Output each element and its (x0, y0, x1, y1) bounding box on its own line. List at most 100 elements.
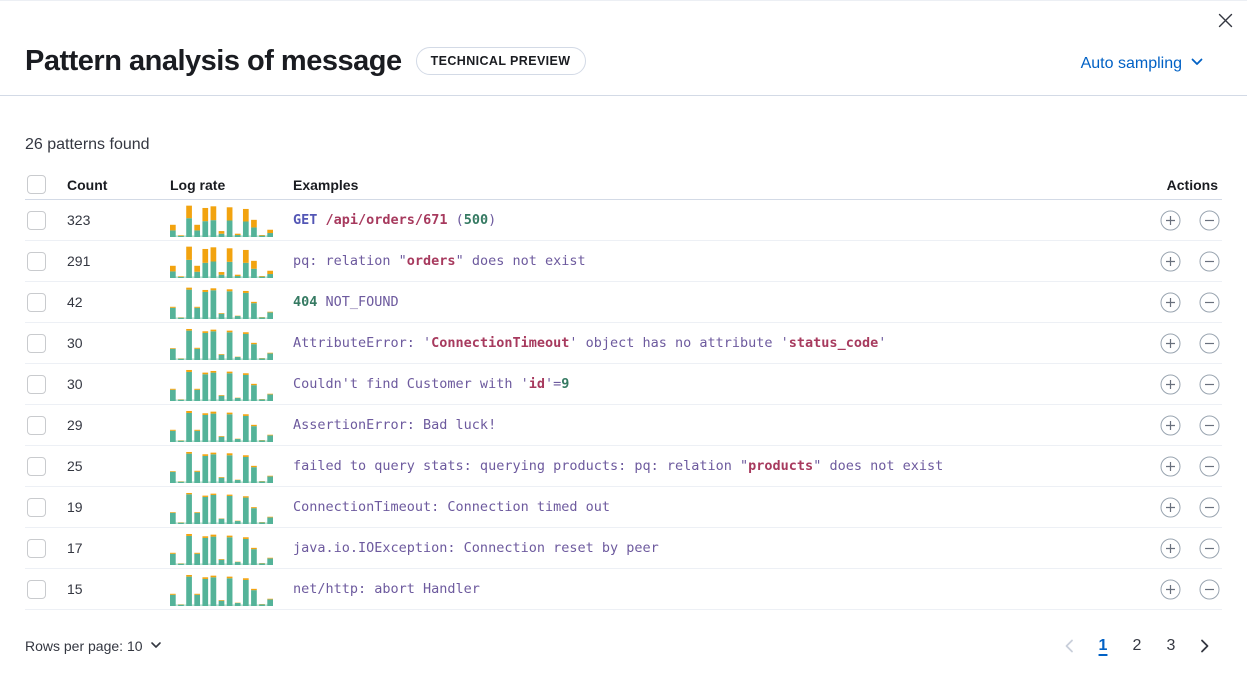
minus-in-circle-icon (1199, 251, 1220, 275)
log-rate-sparkline-chart (170, 246, 273, 278)
minus-in-circle-icon (1199, 497, 1220, 521)
chevron-down-icon (150, 638, 162, 654)
log-rate-sparkline-chart (170, 410, 273, 442)
select-all-checkbox[interactable] (27, 175, 46, 194)
table-row: 15 net/http: abort Handler (25, 569, 1222, 610)
plus-in-circle-icon (1160, 579, 1181, 603)
filter-out-pattern-button[interactable] (1199, 374, 1220, 395)
filter-for-pattern-button[interactable] (1160, 292, 1181, 313)
table-row: 291 pq: relation "orders" does not exist (25, 241, 1222, 282)
log-rate-sparkline-chart (170, 328, 273, 360)
plus-in-circle-icon (1160, 333, 1181, 357)
row-example: Couldn't find Customer with 'id'=9 (293, 376, 570, 392)
filter-for-pattern-button[interactable] (1160, 374, 1181, 395)
table-row: 17 java.io.IOException: Connection reset… (25, 528, 1222, 569)
log-rate-sparkline-chart (170, 451, 273, 483)
rows-per-page-label: Rows per page: 10 (25, 638, 143, 654)
row-checkbox[interactable] (27, 579, 46, 599)
pagination-next-button[interactable] (1192, 636, 1216, 656)
filter-out-pattern-button[interactable] (1199, 292, 1220, 313)
column-header-log-rate: Log rate (170, 176, 226, 193)
row-count: 15 (67, 581, 83, 597)
log-rate-sparkline-chart (170, 205, 273, 237)
flyout-body: 26 patterns found Count Log rate Example… (0, 136, 1247, 610)
row-count: 30 (67, 335, 83, 351)
table-row: 323 GET /api/orders/671 (500) (25, 200, 1222, 241)
plus-in-circle-icon (1160, 538, 1181, 562)
table-row: 30 Couldn't find Customer with 'id'=9 (25, 364, 1222, 405)
filter-out-pattern-button[interactable] (1199, 251, 1220, 272)
log-rate-sparkline-chart (170, 369, 273, 401)
row-example: failed to query stats: querying products… (293, 458, 944, 474)
table-row: 19 ConnectionTimeout: Connection timed o… (25, 487, 1222, 528)
row-checkbox[interactable] (27, 292, 46, 312)
plus-in-circle-icon (1160, 374, 1181, 398)
pagination-page-2[interactable]: 2 (1124, 632, 1150, 660)
pagination-page-1[interactable]: 1 (1090, 632, 1116, 660)
minus-in-circle-icon (1199, 415, 1220, 439)
technical-preview-badge: TECHNICAL PREVIEW (415, 47, 586, 75)
row-example: 404 NOT_FOUND (293, 294, 399, 310)
filter-out-pattern-button[interactable] (1199, 538, 1220, 559)
row-count: 323 (67, 212, 91, 228)
row-count: 17 (67, 540, 83, 556)
row-count: 29 (67, 417, 83, 433)
flyout-footer: Rows per page: 10 1 2 3 (0, 610, 1247, 660)
filter-for-pattern-button[interactable] (1160, 333, 1181, 354)
row-checkbox[interactable] (27, 210, 46, 230)
row-checkbox[interactable] (27, 333, 46, 353)
row-checkbox[interactable] (27, 415, 46, 435)
filter-for-pattern-button[interactable] (1160, 497, 1181, 518)
table-row: 29 AssertionError: Bad luck! (25, 405, 1222, 446)
row-example: AssertionError: Bad luck! (293, 417, 497, 433)
plus-in-circle-icon (1160, 497, 1181, 521)
table-body: 323 GET /api/orders/671 (500) 291 pq: re… (25, 200, 1222, 610)
chevron-right-icon (1196, 639, 1212, 657)
sampling-dropdown[interactable]: Auto sampling (1081, 55, 1204, 74)
chevron-down-icon (1190, 55, 1204, 74)
chevron-left-icon (1062, 639, 1078, 657)
filter-out-pattern-button[interactable] (1199, 210, 1220, 231)
log-rate-sparkline-chart (170, 574, 273, 606)
row-example: AttributeError: 'ConnectionTimeout' obje… (293, 335, 887, 351)
row-checkbox[interactable] (27, 456, 46, 476)
log-rate-sparkline-chart (170, 287, 273, 319)
row-example: net/http: abort Handler (293, 581, 480, 597)
filter-out-pattern-button[interactable] (1199, 456, 1220, 477)
row-checkbox[interactable] (27, 374, 46, 394)
plus-in-circle-icon (1160, 210, 1181, 234)
filter-out-pattern-button[interactable] (1199, 579, 1220, 600)
column-header-actions: Actions (1166, 176, 1218, 193)
plus-in-circle-icon (1160, 456, 1181, 480)
row-checkbox[interactable] (27, 497, 46, 517)
filter-out-pattern-button[interactable] (1199, 333, 1220, 354)
filter-for-pattern-button[interactable] (1160, 415, 1181, 436)
column-header-examples: Examples (293, 176, 359, 193)
pagination-prev-button[interactable] (1058, 636, 1082, 656)
page-title: Pattern analysis of message (25, 44, 402, 77)
filter-for-pattern-button[interactable] (1160, 456, 1181, 477)
sampling-dropdown-label: Auto sampling (1080, 55, 1182, 72)
rows-per-page-button[interactable]: Rows per page: 10 (25, 638, 162, 654)
pagination-page-3[interactable]: 3 (1158, 632, 1184, 660)
row-checkbox[interactable] (27, 251, 46, 271)
patterns-found-summary: 26 patterns found (25, 136, 150, 153)
row-checkbox[interactable] (27, 538, 46, 558)
minus-in-circle-icon (1199, 538, 1220, 562)
filter-out-pattern-button[interactable] (1199, 497, 1220, 518)
close-button[interactable] (1210, 5, 1241, 39)
filter-for-pattern-button[interactable] (1160, 251, 1181, 272)
filter-for-pattern-button[interactable] (1160, 538, 1181, 559)
filter-for-pattern-button[interactable] (1160, 210, 1181, 231)
minus-in-circle-icon (1199, 210, 1220, 234)
filter-out-pattern-button[interactable] (1199, 415, 1220, 436)
log-rate-sparkline-chart (170, 533, 273, 565)
row-count: 19 (67, 499, 83, 515)
table-header-row: Count Log rate Examples Actions (25, 170, 1222, 200)
row-example: pq: relation "orders" does not exist (293, 253, 586, 269)
row-example: GET /api/orders/671 (500) (293, 212, 497, 228)
filter-for-pattern-button[interactable] (1160, 579, 1181, 600)
row-count: 25 (67, 458, 83, 474)
plus-in-circle-icon (1160, 415, 1181, 439)
flyout-header: Pattern analysis of message TECHNICAL PR… (0, 1, 1247, 96)
